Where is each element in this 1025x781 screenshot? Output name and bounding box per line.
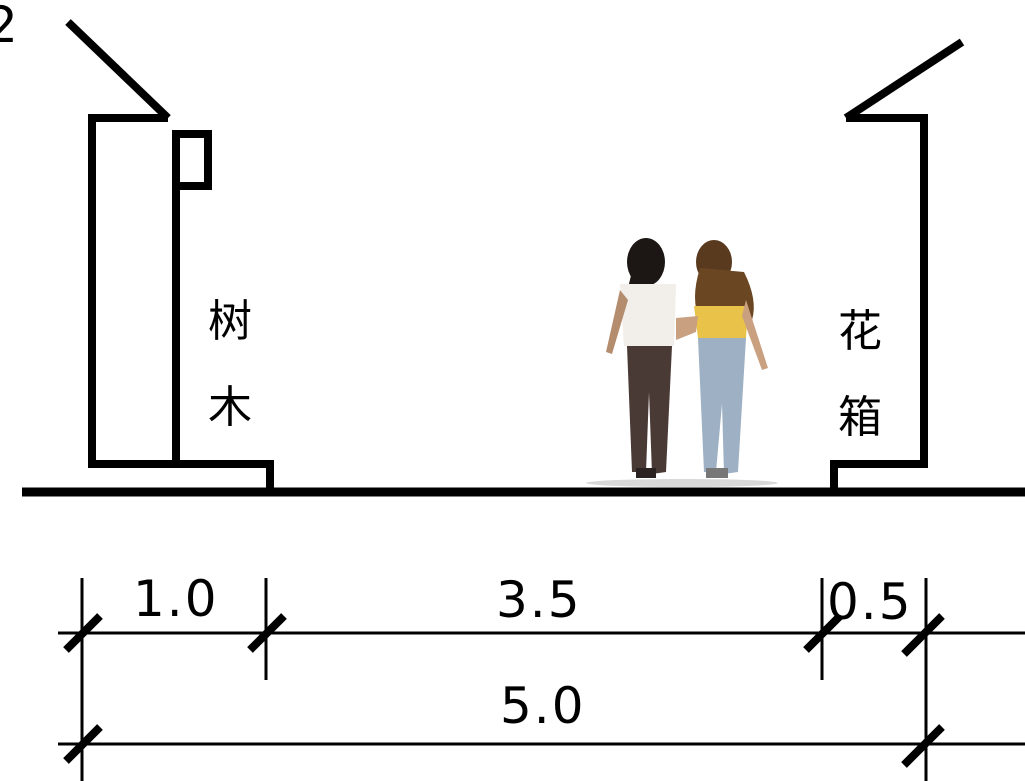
- tick-lower-end: [901, 724, 945, 768]
- tick-upper-start: [63, 613, 103, 653]
- pedestrian-left: [606, 238, 676, 478]
- figure-number: 2: [0, 0, 18, 54]
- tick-upper-tree: [247, 613, 287, 653]
- planter-label-char-1: 花: [838, 306, 882, 357]
- pedestrian-couple-icon: [586, 238, 778, 487]
- dimension-planter-width: 0.5: [827, 573, 913, 631]
- tree-label-char-1: 树: [208, 296, 252, 347]
- dimension-tree-width: 1.0: [133, 570, 219, 628]
- tree-outline: [172, 130, 212, 464]
- tick-upper-end: [901, 613, 945, 657]
- right-building-wall: [830, 114, 928, 492]
- left-building-wall: [88, 114, 274, 492]
- dimension-total-width: 5.0: [500, 677, 586, 735]
- left-roof-line: [65, 19, 171, 121]
- tick-upper-walkway: [803, 613, 843, 653]
- dimension-walkway-width: 3.5: [496, 571, 582, 629]
- tree-label-char-2: 木: [208, 382, 252, 433]
- pedestrian-right: [676, 240, 768, 478]
- planter-label-char-2: 箱: [838, 392, 882, 443]
- tick-lower-start: [63, 724, 103, 764]
- right-roof-line: [843, 38, 965, 122]
